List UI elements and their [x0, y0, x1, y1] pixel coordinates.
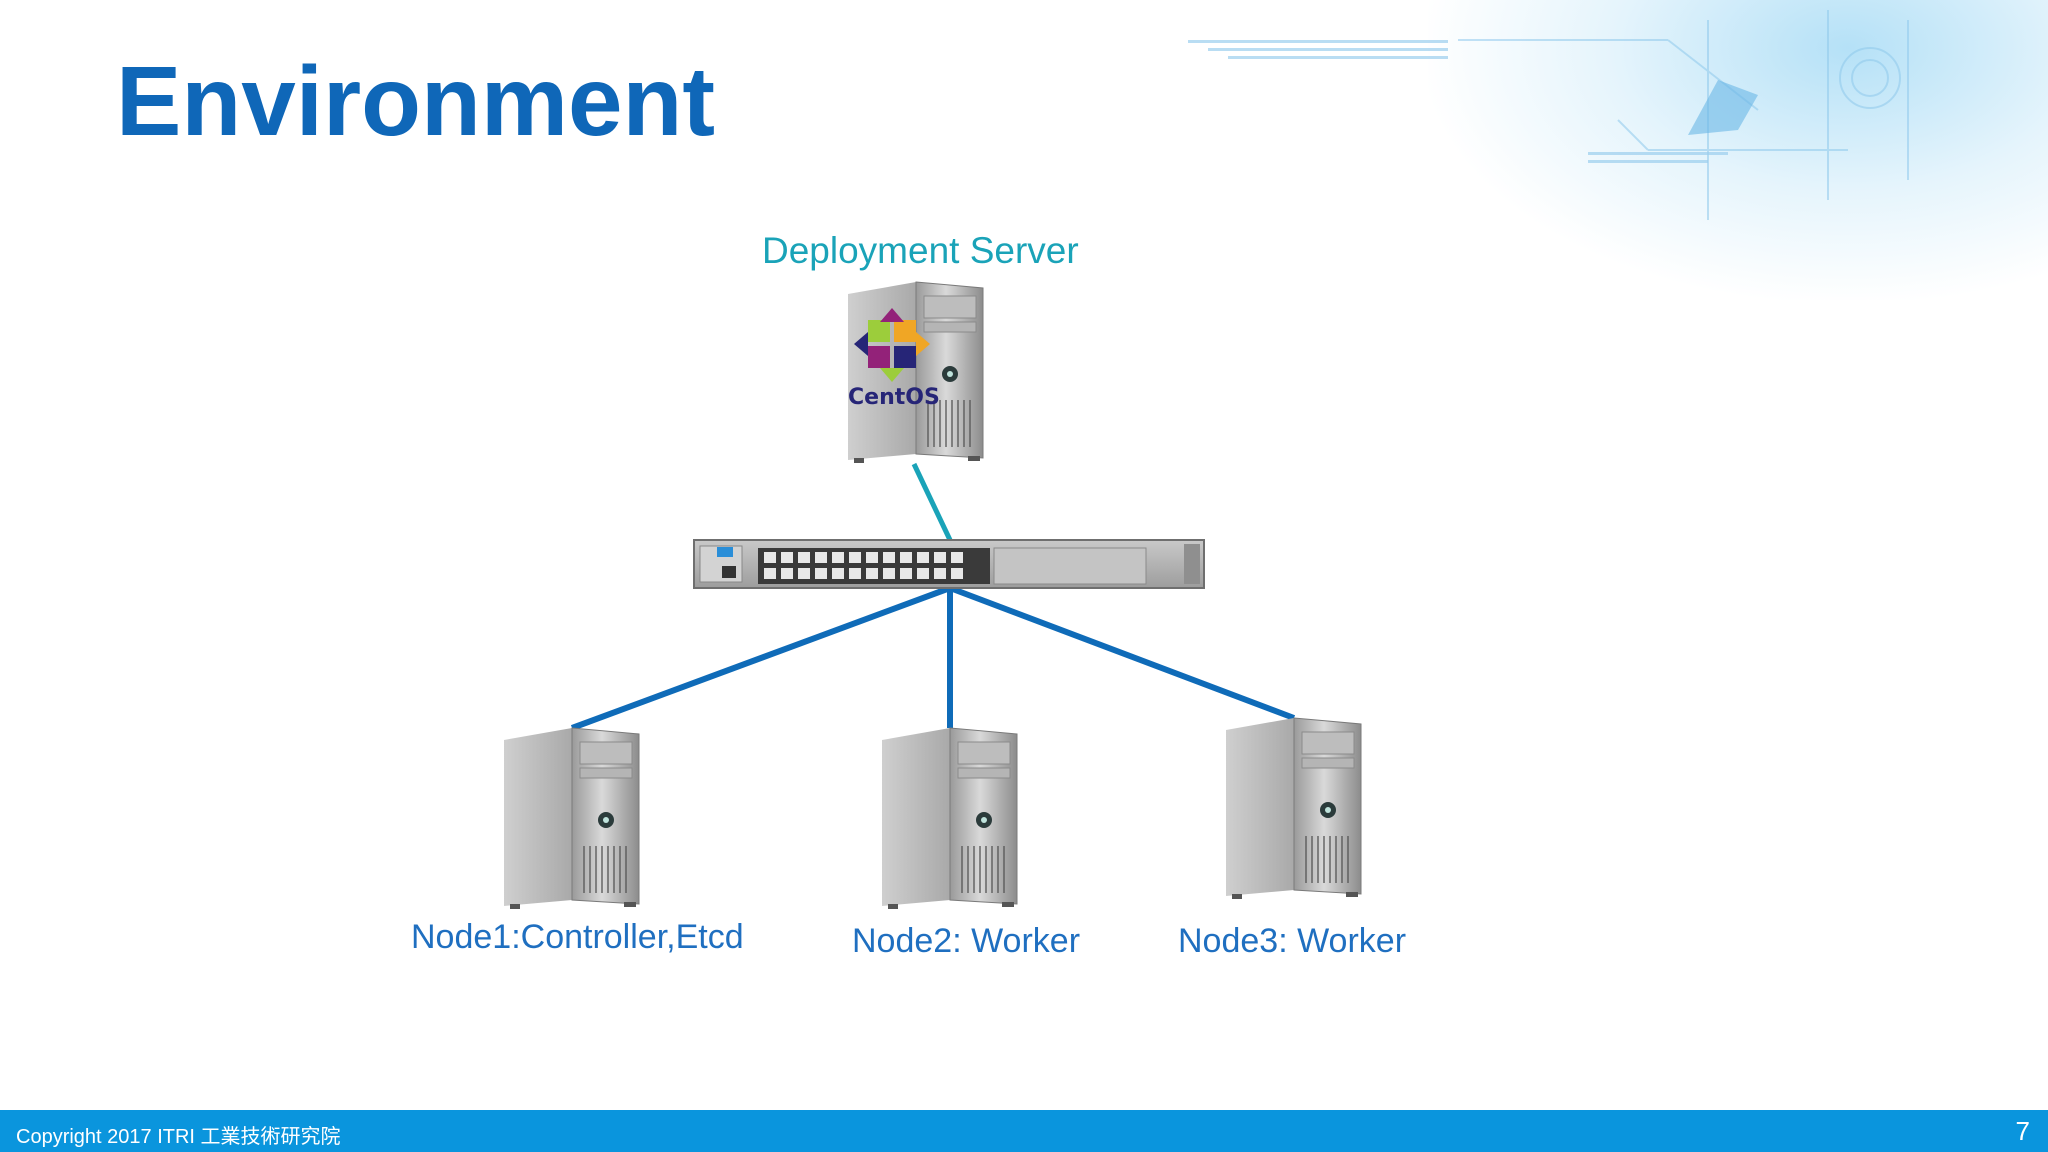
- server-to-switch-link: [911, 462, 953, 542]
- deployment-server-label: Deployment Server: [762, 230, 1079, 271]
- network-switch-icon: [693, 539, 1205, 589]
- node3-label: Node3: Worker: [1178, 922, 1407, 960]
- decorative-circuit-graphic: [1188, 10, 1909, 220]
- centos-logo-text: CentOS: [848, 385, 940, 410]
- switch-to-node1-link: [570, 585, 952, 731]
- node1-label: Node1:Controller,Etcd: [411, 918, 744, 956]
- centos-logo-icon: CentOS: [848, 308, 940, 410]
- node3-server-icon: [1225, 717, 1362, 900]
- page-number: 7: [2015, 1116, 2030, 1146]
- copyright-text: Copyright 2017 ITRI 工業技術研究院: [16, 1126, 341, 1148]
- switch-to-node3-link: [948, 585, 1296, 721]
- node2-label: Node2: Worker: [852, 922, 1081, 960]
- network-diagram: CentOS: [503, 281, 1362, 910]
- footer-bar: Copyright 2017 ITRI 工業技術研究院 7: [0, 1110, 2048, 1152]
- slide-title: Environment: [116, 46, 715, 156]
- node1-server-icon: [503, 727, 640, 910]
- node2-server-icon: [881, 727, 1018, 910]
- deployment-server-icon: CentOS: [847, 281, 984, 464]
